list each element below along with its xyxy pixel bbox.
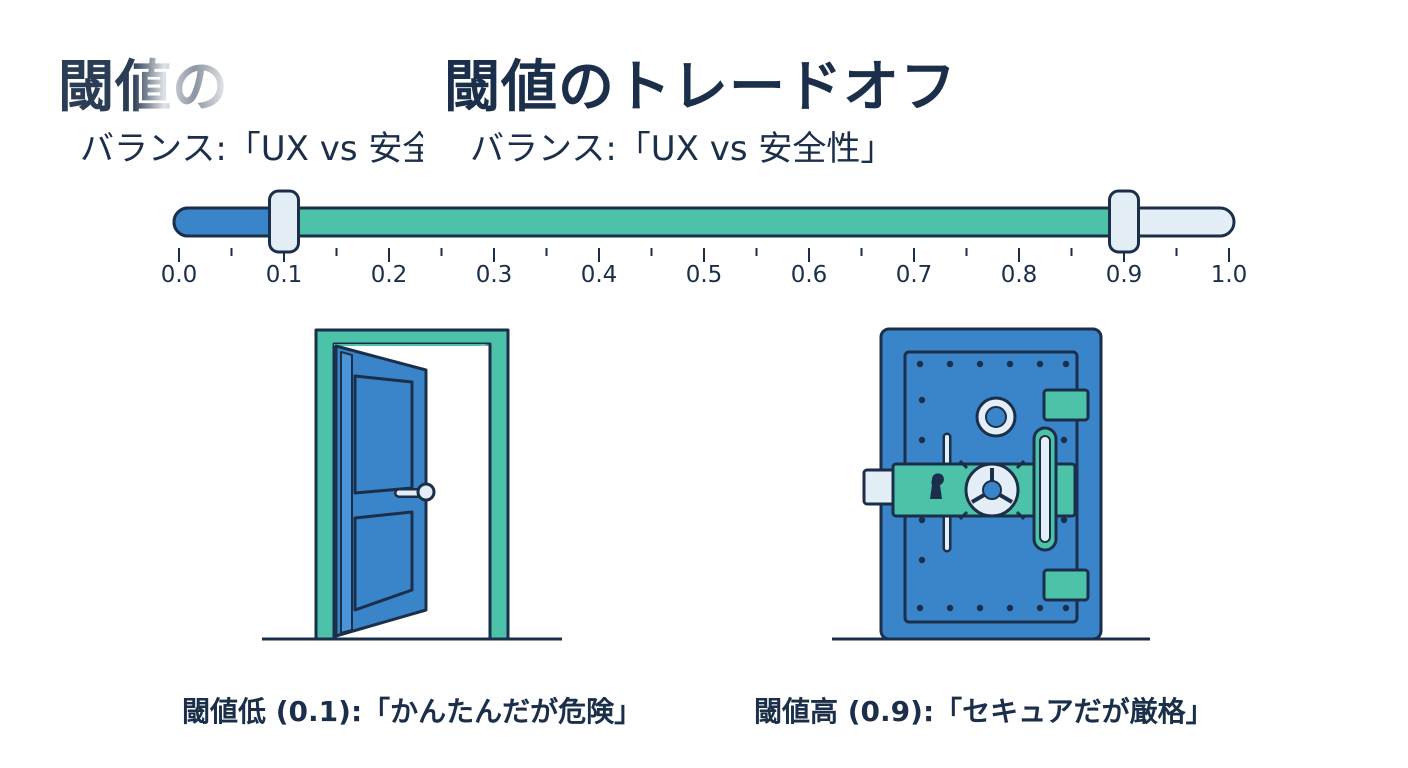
caption-low-threshold: 閾値低 (0.1):「かんたんだが危険」 xyxy=(182,695,643,728)
tick-label: 0.9 xyxy=(1105,262,1143,288)
slider-handle-high[interactable] xyxy=(1108,189,1140,254)
rivet xyxy=(946,360,954,368)
tick-label: 0.6 xyxy=(790,262,828,288)
rivet xyxy=(1006,360,1014,368)
rivet xyxy=(916,604,924,612)
rivet xyxy=(1036,604,1044,612)
rivet xyxy=(1062,604,1070,612)
tick-label: 1.0 xyxy=(1210,262,1248,288)
page-title: 閾値のトレードオフ xyxy=(444,55,957,120)
rivet xyxy=(976,360,984,368)
rivet xyxy=(1006,604,1014,612)
tick-label: 0.8 xyxy=(1000,262,1038,288)
tick-label: 0.4 xyxy=(580,262,618,288)
tick-label: 0.5 xyxy=(685,262,723,288)
open-door-icon xyxy=(262,328,562,641)
tick-label: 0.3 xyxy=(475,262,513,288)
vault-door-icon xyxy=(832,327,1150,641)
rivet xyxy=(1036,360,1044,368)
slider-mid-segment xyxy=(284,209,1124,235)
tick-label: 0.7 xyxy=(895,262,933,288)
rivet xyxy=(918,396,926,404)
tick-label: 0.0 xyxy=(160,262,198,288)
tick-label: 0.1 xyxy=(265,262,303,288)
rivet xyxy=(918,436,926,444)
rivet xyxy=(916,360,924,368)
slider-handle-low[interactable] xyxy=(268,189,300,254)
rivet xyxy=(1060,436,1068,444)
rivet xyxy=(1062,360,1070,368)
title-ghost: 閾値の xyxy=(58,55,229,120)
page-subtitle: バランス:「UX vs 安全性」 xyxy=(470,129,895,169)
caption-high-threshold: 閾値高 (0.9):「セキュアだが厳格」 xyxy=(754,695,1214,728)
tick-label: 0.2 xyxy=(370,262,408,288)
subtitle-ghost: バランス:「UX vs 安全性」 xyxy=(80,129,423,169)
rivet xyxy=(918,556,926,564)
threshold-slider[interactable] xyxy=(172,189,1236,262)
rivet xyxy=(1060,516,1068,524)
slider-ticks xyxy=(178,248,1230,262)
rivet xyxy=(976,604,984,612)
rivet xyxy=(918,516,926,524)
rivet xyxy=(946,604,954,612)
